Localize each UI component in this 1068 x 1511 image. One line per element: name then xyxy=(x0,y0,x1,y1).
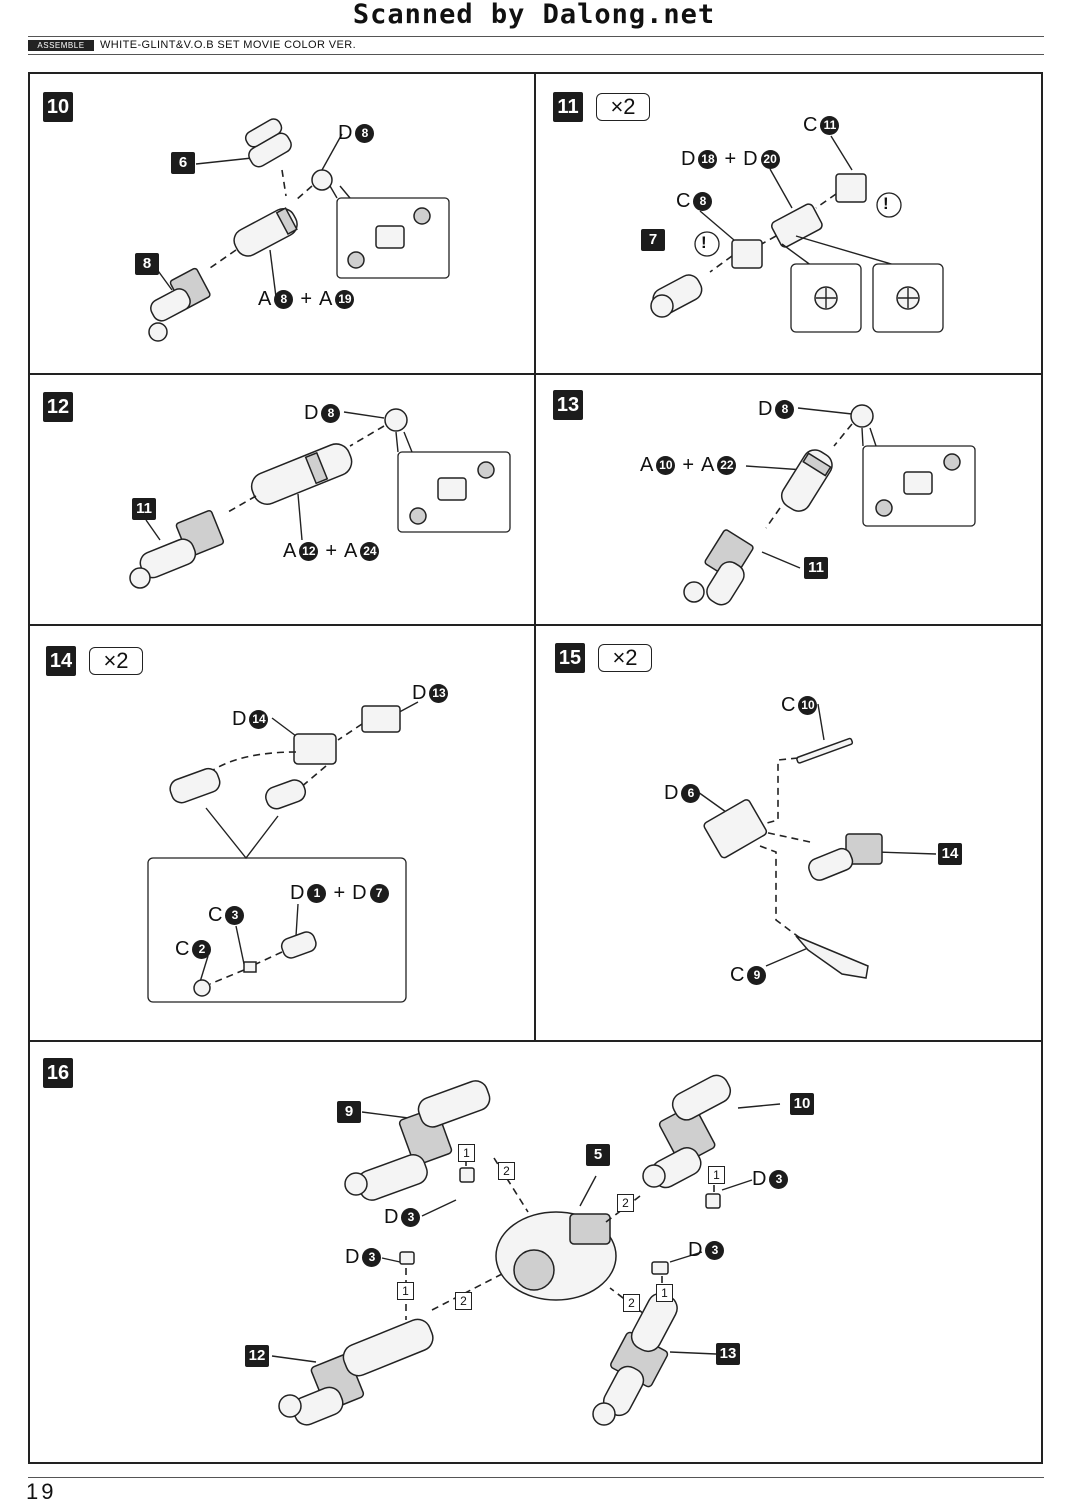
step-12-part-11: 11 xyxy=(132,498,156,520)
page-number: 19 xyxy=(26,1479,57,1504)
step-12-badge: 12 xyxy=(43,392,73,422)
step-16-seq-2-d: 2 xyxy=(623,1294,640,1312)
step-14-multiplier: ×2 xyxy=(89,647,143,675)
step-10-part-6: 6 xyxy=(171,152,195,174)
step-16-drawing xyxy=(271,1074,781,1426)
step-16-seq-2-c: 2 xyxy=(455,1292,472,1310)
header-title: WHITE-GLINT&V.O.B SET MOVIE COLOR VER. xyxy=(100,39,357,51)
step-13-part-11: 11 xyxy=(804,557,828,579)
step-12-drawing xyxy=(129,408,511,589)
step-16-badge: 16 xyxy=(43,1058,73,1088)
step-10-drawing xyxy=(148,118,450,342)
row-divider-2 xyxy=(29,624,1042,626)
step-15-badge: 15 xyxy=(555,643,585,673)
step-10-badge: 10 xyxy=(43,92,73,122)
step-16-part-13: 13 xyxy=(716,1343,740,1365)
step-11-badge: 11 xyxy=(553,92,583,122)
step-11-part-7: 7 xyxy=(641,229,665,251)
step-11-warning-mark-right: ! xyxy=(883,194,889,213)
step-16-part-9: 9 xyxy=(337,1101,361,1123)
step-16-seq-1-c: 1 xyxy=(397,1282,414,1300)
header-rule-bottom xyxy=(28,54,1044,55)
step-16-seq-2-a: 2 xyxy=(498,1162,515,1180)
step-13-drawing xyxy=(683,404,976,606)
step-16-part-12: 12 xyxy=(245,1345,269,1367)
row-divider-1 xyxy=(29,373,1042,375)
step-14-drawing xyxy=(147,701,419,1003)
step-15-part-14: 14 xyxy=(938,843,962,865)
step-10-part-8: 8 xyxy=(135,253,159,275)
row-divider-3 xyxy=(29,1040,1042,1042)
assemble-tag: ASSEMBLE xyxy=(28,40,94,51)
step-15-drawing xyxy=(697,703,937,979)
step-16-seq-1-d: 1 xyxy=(656,1284,673,1302)
step-16-part-5: 5 xyxy=(586,1144,610,1166)
column-divider xyxy=(534,73,536,1041)
step-13-badge: 13 xyxy=(553,390,583,420)
step-16-seq-1-b: 1 xyxy=(708,1166,725,1184)
step-16-part-10: 10 xyxy=(790,1093,814,1115)
scan-watermark: Scanned by Dalong.net xyxy=(352,0,716,30)
step-11-drawing xyxy=(650,135,944,333)
footer-rule xyxy=(28,1477,1044,1478)
step-14-badge: 14 xyxy=(46,646,76,676)
step-15-multiplier: ×2 xyxy=(598,644,652,672)
header-rule-top xyxy=(28,36,1044,37)
step-11-warning-mark-left: ! xyxy=(701,233,707,252)
step-11-multiplier: ×2 xyxy=(596,93,650,121)
step-16-seq-2-b: 2 xyxy=(617,1194,634,1212)
step-16-seq-1-a: 1 xyxy=(458,1144,475,1162)
